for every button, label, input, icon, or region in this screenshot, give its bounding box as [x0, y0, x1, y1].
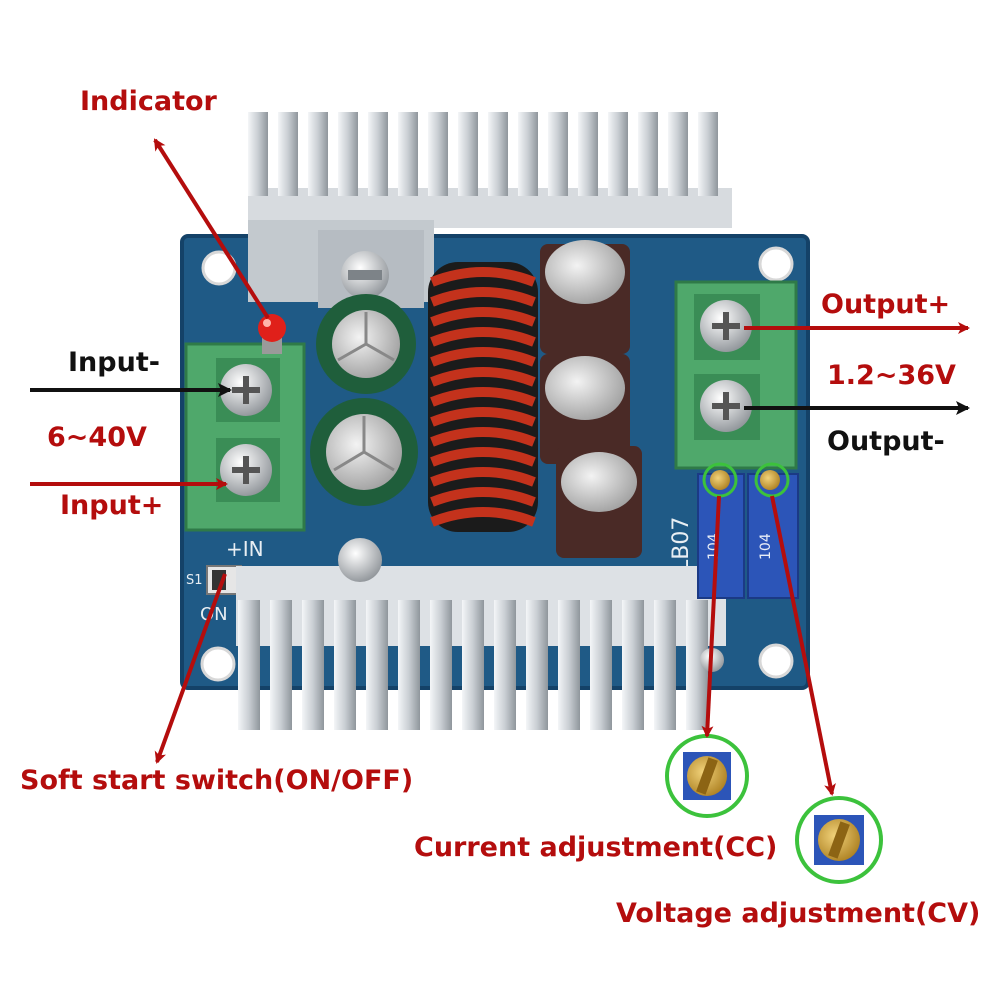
input-plus-label: Input+	[60, 490, 164, 521]
input-terminal-block	[184, 342, 306, 532]
voltage-adjustment-label: Voltage adjustment(CV)	[616, 898, 981, 929]
indicator-label: Indicator	[80, 86, 217, 117]
current-pot-callout	[665, 734, 749, 818]
input-voltage-range-label: 6~40V	[47, 422, 147, 453]
silkscreen-s1: S1	[186, 573, 203, 588]
bottom-heatsink	[236, 538, 726, 730]
soft-start-arrow	[154, 573, 227, 764]
annotation-arrows	[30, 138, 970, 796]
silkscreen-model: LB07	[669, 517, 694, 572]
input-minus-label: Input-	[68, 347, 160, 378]
output-minus-label: Output-	[827, 426, 945, 457]
soft-start-switch-label: Soft start switch(ON/OFF)	[20, 765, 414, 796]
indicator-arrow	[153, 138, 270, 320]
svg-text:104: 104	[758, 533, 774, 560]
output-voltage-range-label: 1.2~36V	[827, 360, 956, 391]
current-adjust-arrow	[701, 495, 721, 738]
input-capacitors	[310, 294, 418, 506]
silkscreen-in: +IN	[226, 537, 264, 561]
top-heatsink	[248, 112, 732, 308]
led-indicator	[258, 314, 286, 354]
current-adjustment-label: Current adjustment(CC)	[414, 832, 778, 863]
output-terminal-block	[674, 280, 798, 470]
inductor-coil	[428, 262, 538, 532]
voltage-pot-callout	[795, 796, 883, 884]
output-plus-label: Output+	[821, 289, 951, 320]
voltage-adjust-arrow	[770, 495, 836, 796]
output-capacitors	[540, 240, 642, 558]
